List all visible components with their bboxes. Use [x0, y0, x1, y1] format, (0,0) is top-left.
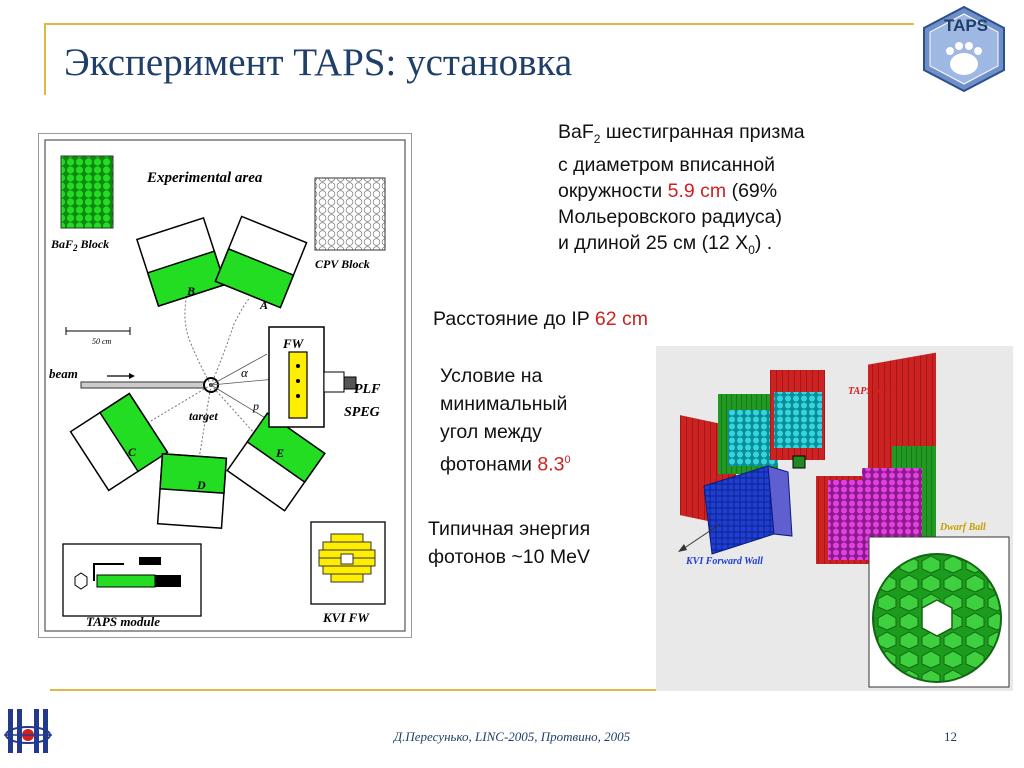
scale-label: 50 cm: [92, 337, 112, 346]
detector-3d-render: TAPS blocks KVI Forward Wall Dwarf Ball: [656, 346, 1013, 691]
dwarf-ball-label: Dwarf Ball: [939, 522, 986, 533]
detector-block-b: [135, 216, 227, 308]
kvi-fw-frame: [310, 521, 386, 605]
kvi-forward-wall-label: KVI Forward Wall: [685, 556, 763, 567]
block-d-label: D: [196, 478, 206, 492]
experimental-area-label: Experimental area: [146, 170, 263, 186]
page-number: 12: [944, 729, 957, 744]
taps-logo: TAPS: [918, 4, 1010, 94]
energy-line-1: Типичная энергия: [428, 518, 591, 540]
energy-line-2: фотонов ~10 MeV: [428, 546, 590, 568]
detector-block-d: [156, 453, 228, 529]
baf2-block-graphic: [60, 155, 114, 229]
detector-3d-graphic: TAPS blocks KVI Forward Wall Dwarf Ball: [678, 352, 1010, 688]
detector-block-a: [214, 215, 308, 309]
angle-line-1: Условие на: [440, 365, 543, 387]
experimental-area-diagram: Experimental area BaF2 Block CPV Block 5…: [38, 133, 412, 638]
ip-distance: Расстояние до IP 62 cm: [433, 308, 648, 330]
angle-line-4: фотонами 8.30: [440, 453, 571, 476]
crystal-line-1: BaF2 шестигранная призма: [558, 121, 805, 146]
taps-logo-graphic: [923, 5, 1005, 93]
target-label: target: [189, 409, 218, 423]
slide-title: Эксперимент TAPS: установка: [64, 41, 573, 84]
kvi-fw-graphic: [318, 533, 376, 583]
min-angle-condition: Условие на минимальный угол между фотона…: [440, 362, 571, 479]
bottom-rule: [50, 689, 972, 691]
p-label: p: [252, 399, 259, 413]
speg-label: SPEG: [344, 405, 380, 420]
fw-label: FW: [282, 336, 305, 351]
cpv-block-label: CPV Block: [315, 257, 370, 271]
taps-module-graphic: [62, 543, 202, 617]
block-c-label: C: [128, 445, 137, 459]
taps-logo-text: TAPS: [944, 16, 989, 35]
slide-footer: Д.Пересунько, LINC-2005, Протвино, 2005: [393, 729, 631, 744]
institute-logo-graphic: [4, 709, 52, 753]
block-b-label: B: [186, 284, 195, 298]
photon-energy: Типичная энергия фотонов ~10 MeV: [428, 515, 590, 571]
crystal-description: BaF2 шестигранная призма с диаметром впи…: [558, 119, 805, 263]
cpv-block-graphic: [314, 177, 386, 251]
crystal-line-4: Мольеровского радиуса): [558, 205, 782, 228]
angle-line-3: угол между: [440, 421, 542, 443]
crystal-line-2: с диаметром вписанной: [558, 153, 776, 176]
beam-line: [80, 381, 212, 389]
angle-line-2: минимальный: [440, 393, 568, 415]
crystal-line-3: окружности 5.9 cm (69%: [558, 179, 778, 202]
setup-schematic: Experimental area BaF2 Block CPV Block 5…: [44, 139, 406, 632]
detector-block-c: [69, 392, 169, 492]
crystal-line-5: и длиной 25 см (12 X0) .: [558, 231, 773, 257]
beam-label: beam: [49, 366, 78, 381]
taps-blocks-label: TAPS blocks: [848, 386, 901, 397]
taps-module-label: TAPS module: [86, 614, 160, 629]
institute-logo: [4, 707, 52, 759]
baf2-block-label: BaF2 Block: [50, 237, 109, 253]
kvi-fw-label: KVI FW: [322, 610, 370, 625]
detector-block-e: [226, 412, 326, 512]
top-rule: [44, 23, 914, 25]
alpha-label: α: [241, 365, 249, 380]
block-a-label: A: [259, 298, 268, 312]
left-rule: [44, 23, 46, 95]
block-e-label: E: [275, 446, 284, 460]
plf-label: PLF: [354, 382, 381, 397]
